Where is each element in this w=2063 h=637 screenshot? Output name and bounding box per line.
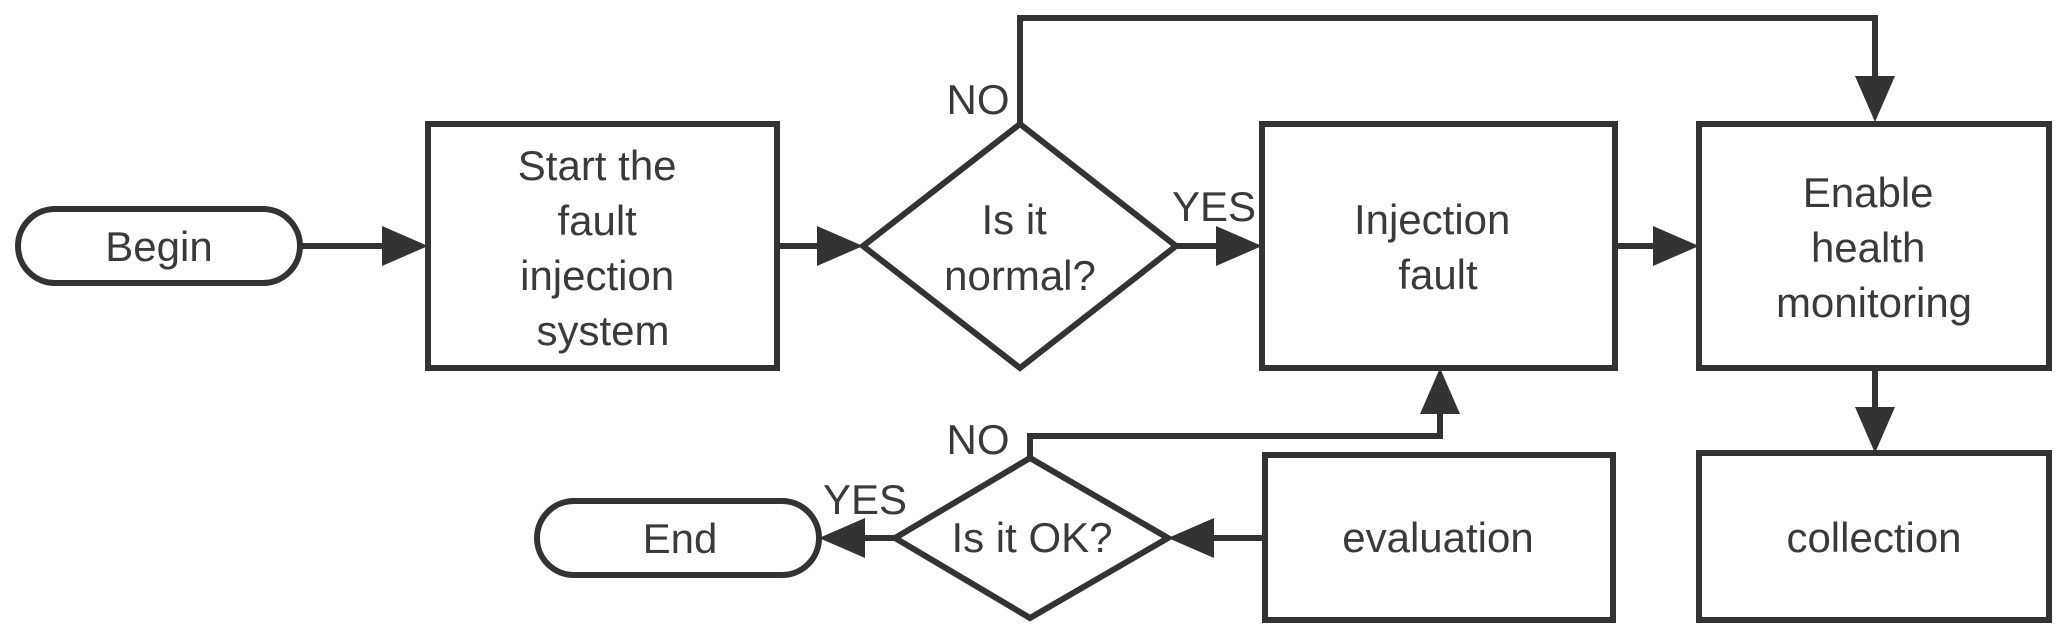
normal-label-line: Is it: [981, 196, 1047, 243]
injection-label: Injection fault: [1354, 196, 1522, 298]
ok-yes-label: YES: [823, 476, 907, 523]
injection-label-line: fault: [1398, 251, 1478, 298]
edge-normal-no-to-monitor: [1017, 15, 1878, 124]
injection-process-box: Injection fault: [1259, 121, 1618, 371]
monitor-label: Enable health monitoring: [1776, 169, 1972, 326]
arrowhead-collection: [1855, 407, 1895, 453]
collection-process-box: collection: [1696, 450, 2052, 623]
arrowhead-start: [382, 226, 428, 266]
normal-label-line: normal?: [944, 252, 1096, 299]
edge-ok-no-to-injection: [1027, 410, 1443, 458]
end-label: End: [643, 515, 718, 562]
evaluation-process-box: evaluation: [1262, 452, 1616, 623]
start-label-line: Start the: [518, 142, 677, 189]
arrowhead-end: [819, 518, 865, 558]
arrowhead-monitor-top: [1855, 76, 1895, 122]
start-label-line: system: [536, 307, 669, 354]
end-terminal: End: [534, 498, 822, 578]
start-label-line: injection: [520, 252, 674, 299]
ok-label: Is it OK?: [951, 514, 1112, 561]
connectors: [300, 15, 1878, 541]
arrowhead-normal: [817, 226, 863, 266]
begin-label: Begin: [105, 223, 212, 270]
start-label: Start the fault injection system: [518, 142, 688, 354]
collection-label: collection: [1786, 514, 1961, 561]
monitor-label-line: Enable: [1803, 169, 1934, 216]
evaluation-label: evaluation: [1342, 514, 1533, 561]
monitor-process-box: Enable health monitoring: [1696, 121, 2052, 371]
arrowhead-injection-bottom: [1420, 368, 1460, 414]
arrowhead-injection: [1216, 226, 1262, 266]
start-process-box: Start the fault injection system: [425, 121, 780, 371]
arrowhead-ok: [1168, 518, 1214, 558]
normal-no-label: NO: [947, 76, 1010, 123]
arrowheads: [382, 76, 1895, 558]
ok-no-label: NO: [947, 416, 1010, 463]
monitor-label-line: health: [1811, 224, 1925, 271]
ok-decision: Is it OK?: [889, 454, 1174, 622]
normal-label: Is it normal?: [944, 196, 1096, 299]
arrowhead-monitor-left: [1653, 226, 1699, 266]
start-label-line: fault: [557, 197, 637, 244]
monitor-label-line: monitoring: [1776, 279, 1972, 326]
begin-terminal: Begin: [15, 206, 303, 286]
normal-decision: Is it normal?: [858, 120, 1181, 372]
normal-yes-label: YES: [1172, 183, 1256, 230]
injection-label-line: Injection: [1354, 196, 1510, 243]
